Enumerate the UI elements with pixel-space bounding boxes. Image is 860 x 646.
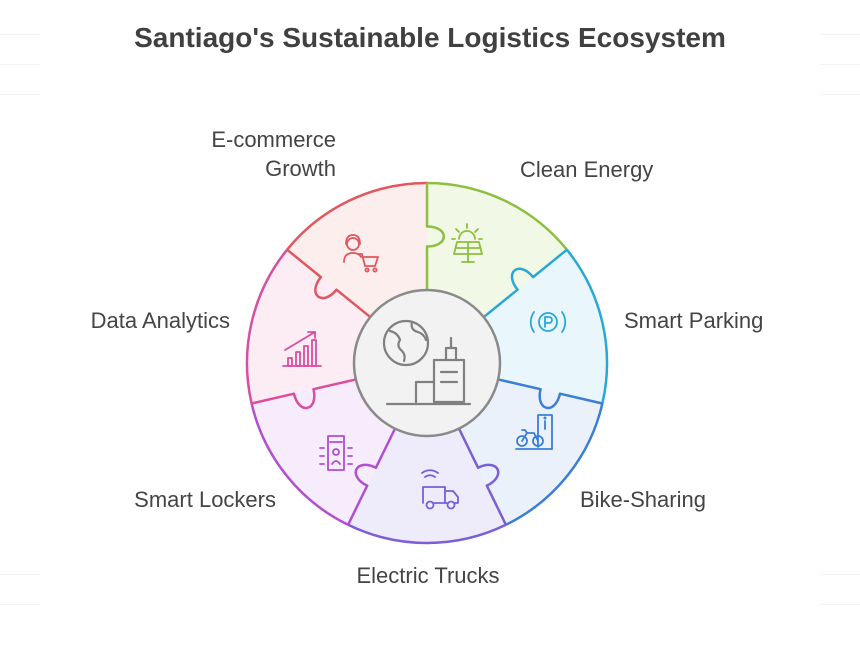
segment-ecommerce	[287, 183, 427, 318]
solar-panel-icon	[451, 223, 483, 263]
segment-arc-electric-trucks	[347, 523, 507, 545]
label-ecommerce-line2: Growth	[265, 156, 336, 181]
segment-clean-energy	[427, 183, 567, 318]
parking-icon	[529, 311, 567, 333]
segment-data-analytics	[247, 249, 371, 404]
segment-arc-smart-parking	[565, 248, 609, 404]
center-hub	[352, 288, 502, 438]
label-bike-sharing: Bike-Sharing	[580, 487, 706, 512]
locker-icon	[319, 435, 353, 471]
segment-arc-smart-lockers	[250, 403, 349, 526]
segment-divider	[497, 378, 603, 410]
segment-divider	[346, 428, 397, 526]
segment-divider	[251, 378, 357, 410]
bike-station-icon	[515, 414, 553, 450]
segment-divider	[482, 248, 568, 319]
electric-truck-icon	[421, 469, 459, 510]
globe-city-icon	[382, 319, 472, 406]
label-ecommerce-line1: E-commerce	[211, 127, 336, 152]
segment-smart-lockers	[251, 379, 395, 525]
label-ecommerce-growth: E-commerce Growth	[150, 125, 336, 183]
shopper-cart-icon	[343, 234, 379, 273]
segment-arc-bike-sharing	[505, 403, 604, 526]
label-smart-parking: Smart Parking	[624, 308, 764, 333]
segment-bike-sharing	[459, 379, 603, 525]
segment-divider	[286, 248, 372, 319]
segment-electric-trucks	[348, 428, 506, 543]
growth-chart-icon	[282, 331, 322, 367]
label-data-analytics: Data Analytics	[90, 308, 230, 333]
label-clean-energy: Clean Energy	[520, 157, 654, 182]
label-electric-trucks: Electric Trucks	[356, 563, 500, 588]
segment-divider	[425, 183, 445, 290]
page-title: Santiago's Sustainable Logistics Ecosyst…	[134, 22, 726, 53]
segment-arc-ecommerce	[286, 181, 428, 251]
segment-arc-clean-energy	[426, 181, 568, 251]
segment-divider	[457, 428, 508, 526]
segment-arc-data-analytics	[245, 248, 289, 404]
label-smart-lockers: Smart Lockers	[134, 487, 276, 512]
